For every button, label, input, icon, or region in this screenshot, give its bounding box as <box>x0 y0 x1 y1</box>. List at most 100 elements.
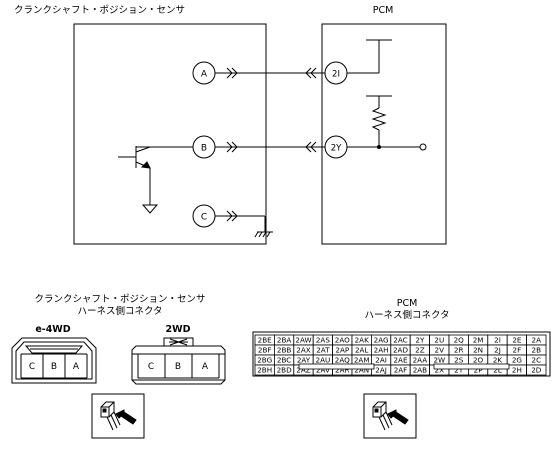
pcm-pin-label: 2AO <box>335 336 350 345</box>
pcm-pin-label: 2AG <box>374 336 389 345</box>
pcm-pin-label: 2AS <box>316 336 330 345</box>
pcm-pin-label: 2AB <box>413 366 427 375</box>
pcm-pin-label: 2H <box>512 366 522 375</box>
pcm-pin-label: 2C <box>532 356 542 365</box>
pcm-pin-label: 2N <box>473 346 483 355</box>
pcm-internal-2i <box>347 39 392 74</box>
pcm-pin-label: 2Y <box>415 336 425 345</box>
pcm-label: PCM <box>373 5 394 16</box>
sensor-transistor <box>118 146 193 205</box>
pcm-pin-label: 2AR <box>335 366 349 375</box>
pcm-pin-label: 2B <box>532 346 542 355</box>
pcm-pin-label: 2AL <box>355 346 369 355</box>
pcm-pin-label: 2K <box>493 356 503 365</box>
variant-4wd-label: e-4WD <box>35 324 70 335</box>
pcm-pin-label: 2AK <box>355 336 369 345</box>
pcm-junction-dot <box>377 145 381 149</box>
pcm-pin-label: 2AH <box>374 346 389 355</box>
pcm-pin-label: 2X <box>435 366 445 375</box>
pcm-pin-label: 2AV <box>316 366 330 375</box>
harness-view-icon <box>91 393 145 439</box>
pcm-pin-label: 2R <box>454 346 464 355</box>
sensor-connector-title-2: ハーネス側コネクタ <box>77 305 162 317</box>
pcm-pin-label: 2BG <box>257 356 272 365</box>
pcm-pin-label: 2AD <box>393 346 408 355</box>
pin-4wd-a: A <box>73 362 80 372</box>
pcm-pin-label: 2W <box>433 356 445 365</box>
pin-2wd-c: C <box>148 362 154 372</box>
sensor-pin-b: B <box>192 135 216 159</box>
pcm-pin-label: 2AP <box>335 346 349 355</box>
pcm-pin-label: 2AM <box>354 356 370 365</box>
pcm-pin-label: 2U <box>434 336 444 345</box>
pcm-pin-label: 2BB <box>277 346 292 355</box>
sensor-pin-a: A <box>192 61 216 85</box>
wire-c-ground <box>215 210 266 232</box>
variant-2wd-label: 2WD <box>166 324 191 335</box>
pcm-pin-label: 2AX <box>296 346 310 355</box>
pin-4wd-c: C <box>29 362 35 372</box>
pin-4wd-b: B <box>51 362 57 372</box>
connector-2wd <box>131 337 226 385</box>
pcm-pin-label: 2AE <box>393 356 407 365</box>
pcm-pin-label: 2AZ <box>296 366 310 375</box>
pcm-pin-label: 2BD <box>277 366 293 375</box>
ground-symbol-c <box>254 231 273 238</box>
pcm-pin-label: 2AW <box>295 336 311 345</box>
pcm-pin-label: 2BH <box>257 366 272 375</box>
pcm-pin-label: 2J <box>494 346 501 355</box>
sensor-pin-a-label: A <box>201 70 208 80</box>
pcm-signal-terminal <box>419 143 427 151</box>
sensor-label: クランクシャフト・ポジション・センサ <box>14 5 185 16</box>
pcm-pin-label: 2AI <box>375 356 387 365</box>
pcm-connector-outer <box>252 331 551 377</box>
pcm-pin-label: 2AU <box>316 356 331 365</box>
pcm-box <box>321 23 447 245</box>
pcm-pin-2i: 2I <box>324 61 348 85</box>
pcm-pin-label: 2V <box>435 346 445 355</box>
pcm-pin-label: 2S <box>454 356 464 365</box>
pcm-pin-label: 2AN <box>354 366 369 375</box>
pcm-pin-label: 2E <box>512 336 522 345</box>
pcm-pin-label: 2Q <box>454 336 465 345</box>
sensor-ground-symbol <box>141 204 159 214</box>
pcm-pin-label: 2F <box>513 346 522 355</box>
pcm-pin-label: 2P <box>474 366 484 375</box>
pcm-pin-label: 2A <box>532 336 542 345</box>
sensor-box <box>73 23 267 245</box>
pcm-key-right <box>433 363 510 370</box>
pcm-pin-label: 2T <box>454 366 464 375</box>
pcm-connector-title-2: ハーネス側コネクタ <box>364 309 449 321</box>
pcm-key-left <box>298 363 375 370</box>
pcm-pin-label: 2Z <box>415 346 425 355</box>
wire-a-2i <box>215 67 325 79</box>
pull-up-resistor <box>371 107 387 131</box>
harness-view-icon-pcm <box>363 393 417 439</box>
pin-2wd-a: A <box>202 362 209 372</box>
pcm-pin-cell <box>526 364 547 376</box>
pcm-pin-label: 2BC <box>277 356 291 365</box>
pcm-pin-label: 2M <box>473 336 484 345</box>
pcm-pin-label: 2I <box>494 336 501 345</box>
pcm-pin-label: 2AA <box>413 356 428 365</box>
pcm-pin-2y: 2Y <box>324 135 348 159</box>
pcm-pin-label: 2AT <box>316 346 330 355</box>
pcm-pin-label: 2BE <box>258 336 273 345</box>
sensor-pin-c-label: C <box>201 213 207 223</box>
sensor-pin-c: C <box>192 204 216 228</box>
pcm-pin-label: 2AJ <box>375 366 387 375</box>
pcm-internal-2y <box>347 95 420 148</box>
pin-2wd-b: B <box>175 362 181 372</box>
pcm-connector-title-1: PCM <box>397 298 418 309</box>
pcm-pin-2y-label: 2Y <box>331 144 342 154</box>
pcm-pin-label: 2AC <box>393 336 407 345</box>
sensor-pin-b-label: B <box>201 144 207 154</box>
pcm-pin-label: 2D <box>531 366 542 375</box>
pcm-pin-label: 2O <box>473 356 484 365</box>
pcm-pin-label: 2BA <box>277 336 292 345</box>
pcm-pin-label: 2G <box>512 356 522 365</box>
